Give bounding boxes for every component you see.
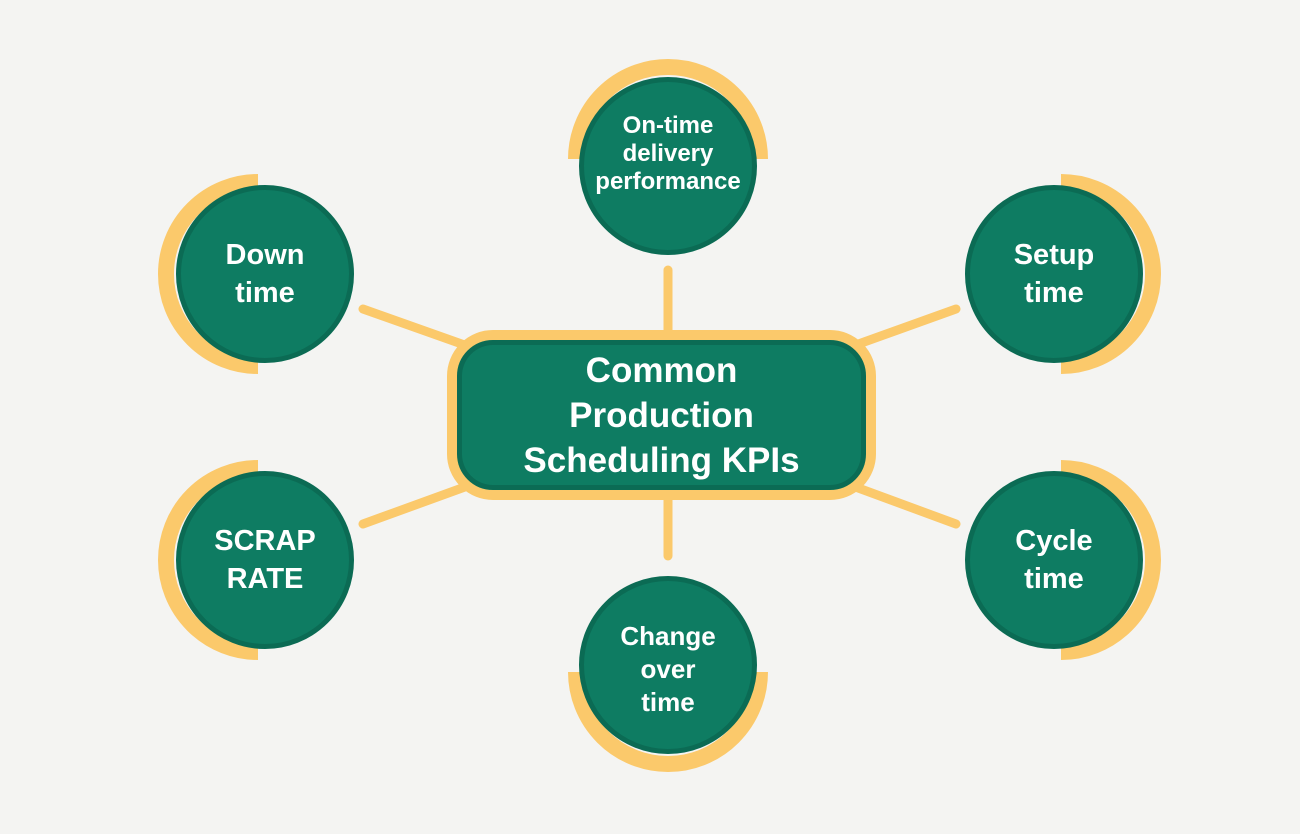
accent-arc-scrap-rate [158, 460, 259, 660]
accent-arc-cycle-time [1060, 460, 1161, 660]
accent-arc-down-time [158, 174, 259, 374]
accent-arc-on-time [568, 59, 768, 160]
accent-arc-setup-time [1060, 174, 1161, 374]
accent-arc-change-over [568, 671, 768, 772]
